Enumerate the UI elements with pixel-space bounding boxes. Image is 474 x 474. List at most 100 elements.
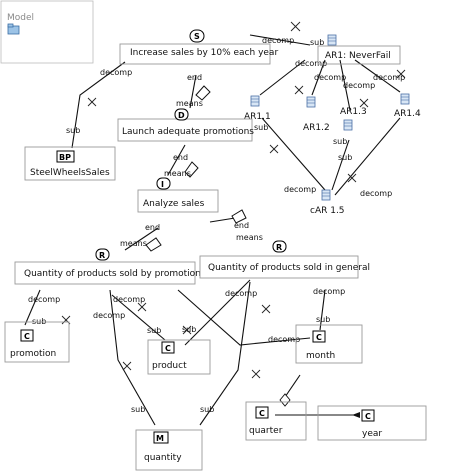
node-badge: M <box>156 434 164 443</box>
edge-label: means <box>236 233 263 242</box>
edge-r2-quantity <box>199 281 251 426</box>
intention-node[interactable]: I Analyze sales <box>137 177 219 213</box>
edge-softgoal-bp <box>71 61 126 149</box>
database-icon <box>321 189 331 201</box>
node-label: quarter <box>249 426 283 436</box>
edge-label: sub <box>316 315 330 324</box>
edge-label: decomp <box>93 311 125 320</box>
node-label: AR1.1 <box>244 112 271 122</box>
measure-node[interactable]: M quantity <box>135 429 203 471</box>
edge-label: sub <box>182 325 196 334</box>
node-label: AR1.2 <box>303 123 330 133</box>
edge-label: sub <box>338 153 352 162</box>
edge-softgoal-ar1 <box>249 34 311 46</box>
edge-label: sub <box>131 405 145 414</box>
edge-label: decomp <box>262 36 294 45</box>
node-label: product <box>152 361 187 371</box>
softgoal-node[interactable]: S Increase sales by 10% each year <box>119 29 278 65</box>
node-label: SteelWheelsSales <box>30 168 110 178</box>
node-label: AR1.3 <box>340 107 367 117</box>
node-badge: BP <box>59 153 71 162</box>
edge-label: end <box>173 153 188 162</box>
edge-label: end <box>145 223 160 232</box>
level-node[interactable]: C year <box>317 405 427 441</box>
node-label: Quantity of products sold in general <box>208 263 370 273</box>
level-node[interactable]: C quarter <box>245 401 307 441</box>
edge-label: end <box>234 221 249 230</box>
requirement-node[interactable]: R Quantity of products sold in general <box>199 240 370 279</box>
node-badge: C <box>316 333 322 342</box>
edge-ar1-ar14 <box>354 59 401 93</box>
edge-label: decomp <box>373 73 405 82</box>
level-node[interactable]: C product <box>147 339 211 375</box>
node-badge: C <box>365 412 371 421</box>
node-badge: C <box>24 332 30 341</box>
edge-ar1-ar13 <box>339 59 351 111</box>
cross-mark <box>290 21 301 32</box>
edge-labels: decomp sub decomp sub decomp decomp deco… <box>28 36 405 414</box>
edge-label: sub <box>32 317 46 326</box>
edge-month-level <box>319 289 326 331</box>
edge-ar11-car15 <box>261 117 326 191</box>
node-label: promotion <box>10 349 56 359</box>
ar11-node[interactable]: AR1.1 <box>244 95 271 122</box>
level-node[interactable]: C month <box>295 324 363 364</box>
database-icon <box>327 34 337 46</box>
node-label: month <box>306 351 335 361</box>
folder-icon <box>7 23 20 35</box>
node-label: quantity <box>144 453 182 463</box>
edge-label: means <box>164 169 191 178</box>
decision-node[interactable]: D Launch adequate promotions <box>117 108 254 142</box>
edge-label: sub <box>333 137 347 146</box>
edge-ar1-ar12 <box>311 59 326 96</box>
edge-i-d <box>167 144 186 176</box>
edge-r1-promotion <box>24 289 41 326</box>
node-label: cAR 1.5 <box>310 206 345 216</box>
ar13-node[interactable]: AR1.3 <box>340 107 367 131</box>
edge-ar13-car15 <box>331 139 350 191</box>
means-end-arrow-1 <box>195 85 211 101</box>
edge-label: decomp <box>225 289 257 298</box>
database-icon <box>343 119 353 131</box>
edge-label: decomp <box>100 68 132 77</box>
edge-label: sub <box>66 126 80 135</box>
edge-label: decomp <box>314 73 346 82</box>
database-icon <box>250 95 260 107</box>
ar14-node[interactable]: AR1.4 <box>394 93 421 119</box>
node-badge: D <box>178 111 185 120</box>
edge-r1-quantity <box>109 289 156 426</box>
level-node[interactable]: C promotion <box>4 321 70 363</box>
business-process-node[interactable]: BP SteelWheelsSales <box>24 146 116 181</box>
requirement-node[interactable]: R Quantity of products sold by promotion <box>14 248 201 285</box>
edge-r2-month <box>177 289 311 346</box>
node-label: Quantity of products sold by promotion <box>24 269 201 279</box>
node-badge: S <box>194 32 200 41</box>
node-badge: C <box>259 409 265 418</box>
database-icon <box>306 96 316 108</box>
edge-quarter-month <box>284 374 301 398</box>
edge-d-softgoal <box>189 74 197 109</box>
model-panel[interactable]: Model <box>0 0 94 64</box>
edge-label: means <box>120 239 147 248</box>
car15-node[interactable]: cAR 1.5 <box>310 189 345 216</box>
edge-ar1-ar11 <box>259 59 306 96</box>
node-label: Increase sales by 10% each year <box>130 48 278 58</box>
edge-label: decomp <box>360 189 392 198</box>
edge-label: sub <box>200 405 214 414</box>
edge-label: decomp <box>28 295 60 304</box>
node-label: Analyze sales <box>143 199 205 209</box>
model-title: Model <box>7 13 34 23</box>
node-badge: R <box>276 243 282 252</box>
edge-r2-product <box>184 279 251 346</box>
edge-label: sub <box>254 123 268 132</box>
ar12-node[interactable]: AR1.2 <box>303 96 330 133</box>
edge-r1-product <box>111 294 166 341</box>
node-badge: I <box>161 180 164 189</box>
edges <box>24 21 406 426</box>
edge-label: decomp <box>284 185 316 194</box>
ar1-node[interactable]: AR1: NeverFail <box>317 34 401 65</box>
edge-label: sub <box>147 326 161 335</box>
edge-label: decomp <box>295 59 327 68</box>
edge-ar14-car15 <box>334 117 401 196</box>
